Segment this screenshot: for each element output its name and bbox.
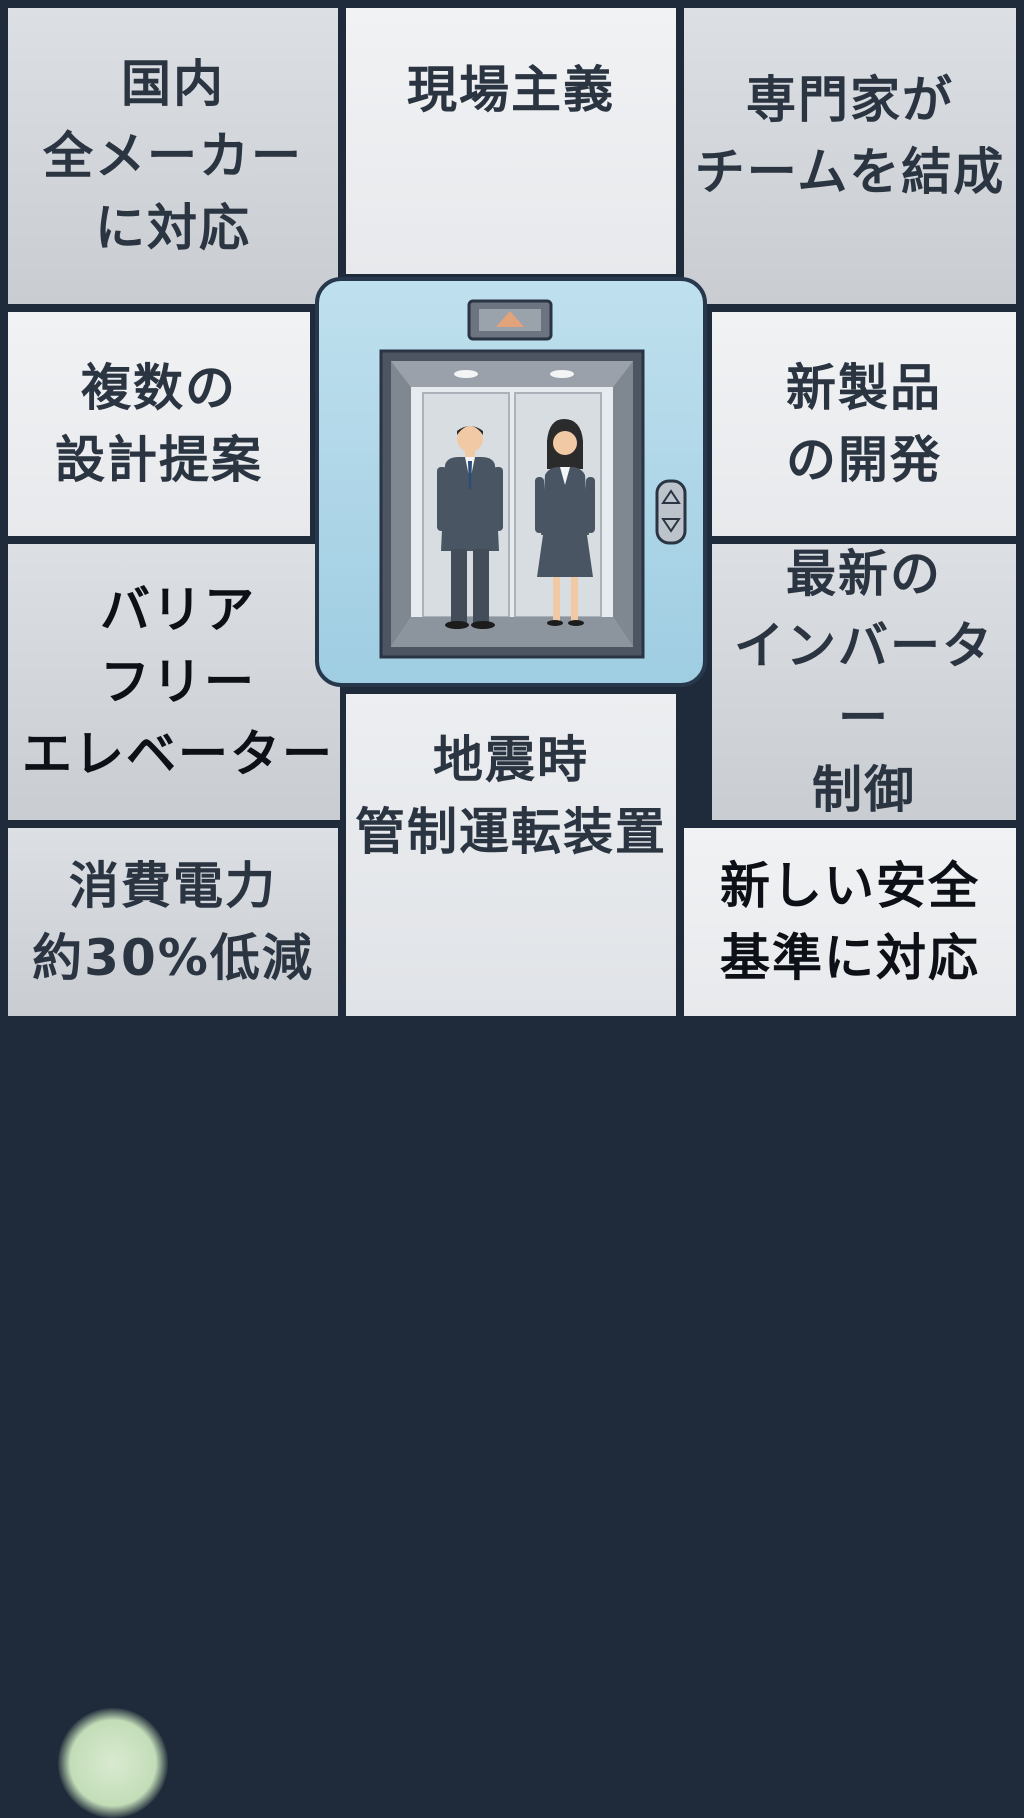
tile-power-text: 消費電力 約30%低減: [32, 857, 314, 987]
woman-figure: [535, 419, 595, 626]
tile-team: 専門家が チームを結成: [684, 8, 1016, 304]
leaf-icon: [58, 1708, 168, 1818]
tile-team-text: 専門家が チームを結成: [694, 71, 1006, 201]
up-triangle-icon: [496, 311, 524, 327]
elevator-illustration: [315, 277, 707, 687]
tile-quake-text: 地震時 管制運転装置: [355, 731, 667, 861]
elevator-graphic: [379, 299, 687, 659]
feature-grid: 国内 全メーカー に対応 現場主義 専門家が チームを結成 複数の 設計提案 新…: [8, 8, 1016, 1818]
down-arrow-icon[interactable]: [661, 518, 681, 533]
up-arrow-icon[interactable]: [661, 489, 681, 504]
tile-domestic: 国内 全メーカー に対応: [8, 8, 338, 304]
tile-inverter-text: 最新の インバーター 制御: [734, 545, 994, 819]
call-button-panel[interactable]: [655, 479, 687, 545]
tile-field-text: 現場主義: [407, 61, 615, 119]
tile-inverter: 最新の インバーター 制御: [712, 544, 1016, 820]
tile-newproduct-text: 新製品 の開発: [786, 359, 942, 489]
tile-safety: 新しい安全 基準に対応: [684, 828, 1016, 1016]
tile-safety-text: 新しい安全 基準に対応: [720, 857, 980, 987]
man-figure: [437, 426, 503, 629]
tile-power: 消費電力 約30%低減: [8, 828, 338, 1818]
tile-design-text: 複数の 設計提案: [55, 359, 263, 489]
tile-barrierfree: バリア フリー エレベーター: [8, 544, 340, 820]
tile-field: 現場主義: [346, 8, 676, 274]
tile-quake: 地震時 管制運転装置: [346, 694, 676, 1016]
tile-newproduct: 新製品 の開発: [712, 312, 1016, 536]
tile-design: 複数の 設計提案: [8, 312, 310, 536]
tile-barrierfree-text: バリア フリー エレベーター: [22, 581, 334, 783]
tile-domestic-text: 国内 全メーカー に対応: [43, 55, 303, 257]
